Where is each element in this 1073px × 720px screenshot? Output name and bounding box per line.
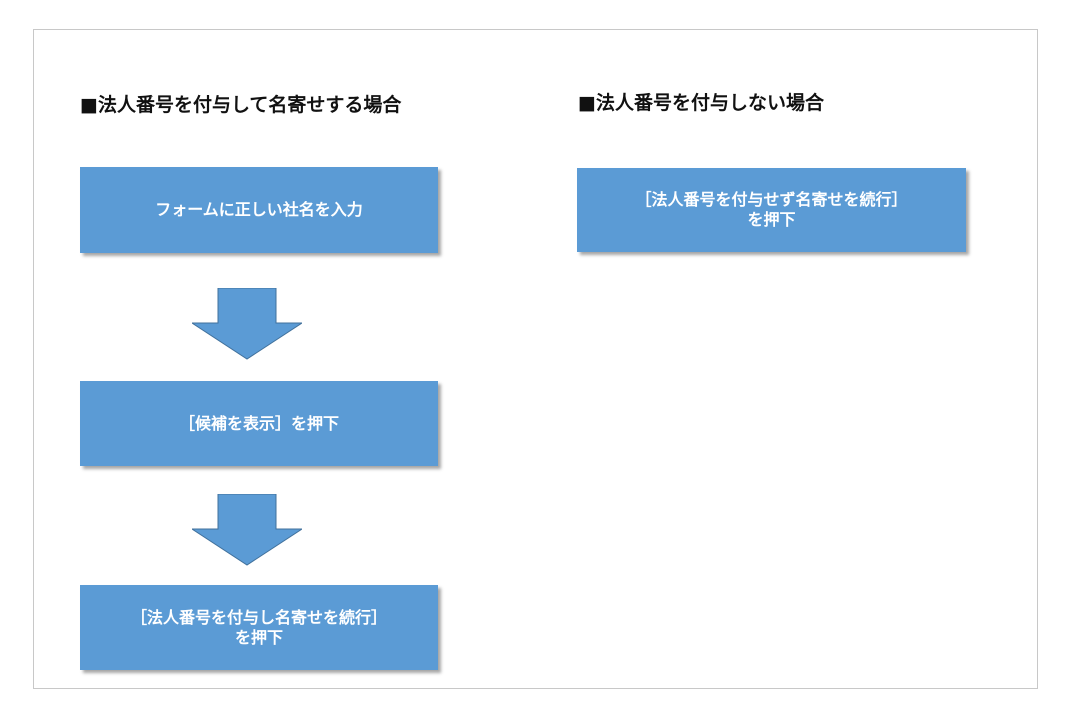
step-enter-company-name: フォームに正しい社名を入力 xyxy=(80,167,438,253)
step-continue-without-number-line1: ［法人番号を付与せず名寄せを続行］ xyxy=(635,190,908,209)
step-assign-and-continue-line1: ［法人番号を付与し名寄せを続行］ xyxy=(130,607,387,627)
heading-without-corporate-number: ■法人番号を付与しない場合 xyxy=(578,92,824,114)
step-assign-and-continue: ［法人番号を付与し名寄せを続行］ を押下 xyxy=(80,585,438,670)
step-show-candidates-label: ［候補を表示］を押下 xyxy=(178,413,339,433)
step-continue-without-number-line2: を押下 xyxy=(747,210,796,229)
step-continue-without-number: ［法人番号を付与せず名寄せを続行］ を押下 xyxy=(577,168,966,252)
diagram-frame xyxy=(33,29,1038,689)
down-arrow-1 xyxy=(192,288,302,360)
heading-with-corporate-number: ■法人番号を付与して名寄せする場合 xyxy=(80,94,402,116)
down-arrow-2 xyxy=(192,494,302,566)
step-show-candidates: ［候補を表示］を押下 xyxy=(80,381,438,466)
step-assign-and-continue-line2: を押下 xyxy=(234,627,283,647)
step-enter-company-name-label: フォームに正しい社名を入力 xyxy=(155,200,363,219)
